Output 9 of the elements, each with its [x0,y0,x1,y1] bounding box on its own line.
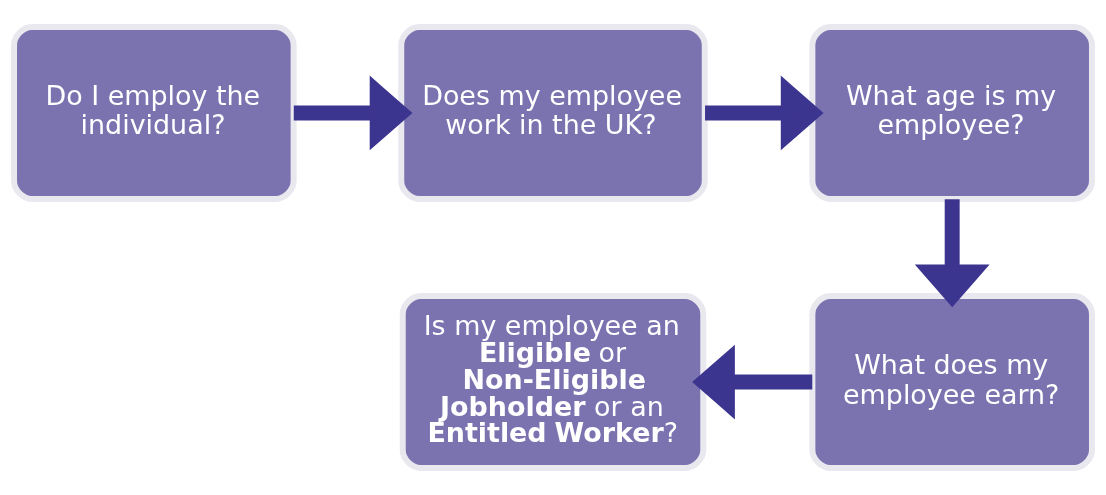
arrow [692,344,813,420]
node-box: Do I employ the individual? [11,24,297,202]
node-box: What age is my employee? [809,24,1095,202]
arrow [705,75,824,151]
node-box: What does my employee earn? [809,293,1095,471]
node-box: Is my employee an Eligible or Non-Eligible Jobholder or an Entitled Worker? [399,293,707,471]
node-box: Does my employee work in the UK? [398,24,708,202]
arrow [293,75,413,151]
arrow [914,199,990,308]
